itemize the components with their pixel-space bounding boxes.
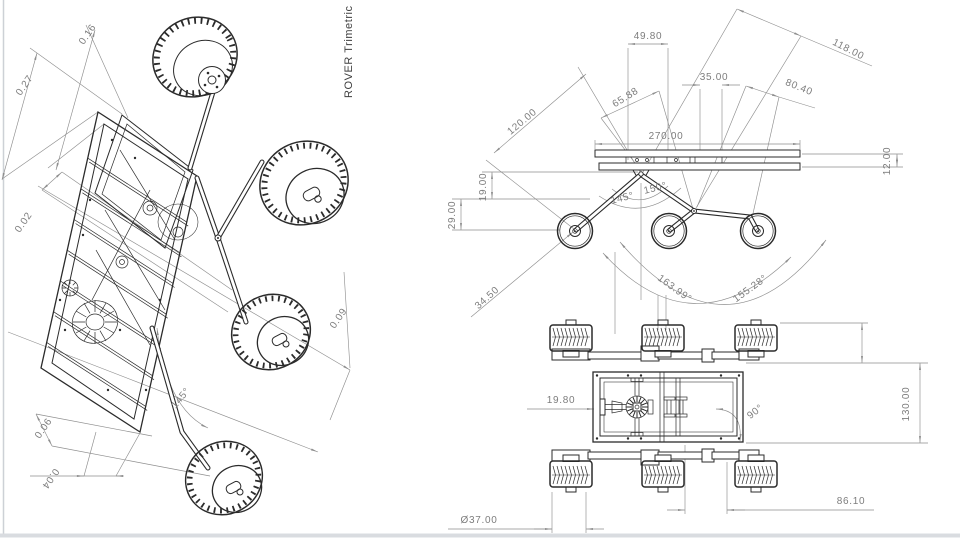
top-differential xyxy=(599,377,688,437)
dim-dia-37-00: Ø37.00 xyxy=(460,515,497,526)
dim-angle-150: 150° xyxy=(643,180,668,196)
dim-35-00: 35.00 xyxy=(700,72,729,83)
top-view: 19.80 90° 130.00 86.10 Ø37.00 xyxy=(448,319,928,533)
dim-0-02: 0.02 xyxy=(13,210,35,235)
dim-0-04: 0.04 xyxy=(39,466,61,491)
dim-0-06: 0.06 xyxy=(33,416,55,441)
sheet-bottom-edge xyxy=(0,533,960,538)
top-suspension xyxy=(551,345,760,466)
dim-80-40: 80.40 xyxy=(784,77,815,98)
dim-270-00: 270.00 xyxy=(649,131,684,142)
wheel-bottom xyxy=(184,440,264,516)
top-wheel-front-left xyxy=(549,319,593,358)
top-wheel-front-right xyxy=(549,454,593,493)
side-wheel-middle xyxy=(650,212,688,250)
dim-34-50: 34.50 xyxy=(473,285,502,312)
top-dimension-lines xyxy=(448,322,928,533)
dim-angle-163-99: 163.99° xyxy=(655,273,693,305)
top-chassis xyxy=(592,371,744,443)
top-wheel-middle-right xyxy=(641,454,685,493)
top-wheel-rear-left xyxy=(734,319,778,358)
frame-bolt-holes xyxy=(58,138,162,392)
trimetric-dimension-lines xyxy=(1,24,351,478)
trimetric-chassis-frame xyxy=(40,110,199,434)
dim-12-00: 12.00 xyxy=(882,147,893,176)
dim-0-16: 0.16 xyxy=(77,22,99,47)
trimetric-suspension xyxy=(149,89,265,471)
dim-19-00: 19.00 xyxy=(478,173,489,202)
dim-120-00: 120.00 xyxy=(506,107,540,138)
side-wheels xyxy=(556,212,777,250)
dim-angle-145: 145° xyxy=(610,190,635,206)
side-suspension xyxy=(573,171,760,233)
dim-angle-90: 90° xyxy=(745,402,765,421)
dim-118-00: 118.00 xyxy=(830,37,865,62)
trimetric-view: 0.16 0.27 0.02 0.06 0.04 0.09 145° xyxy=(1,16,351,516)
dim-49-80: 49.80 xyxy=(634,31,663,42)
side-body xyxy=(594,149,801,178)
side-wheel-rear xyxy=(739,212,777,250)
dim-0-27: 0.27 xyxy=(14,73,36,98)
trimetric-wheels xyxy=(152,16,349,516)
wheel-right xyxy=(259,140,349,226)
dim-86-10: 86.10 xyxy=(837,496,866,507)
top-wheel-rear-right xyxy=(734,454,778,493)
chassis-bolt-holes xyxy=(595,374,741,440)
side-view: 49.80 35.00 65.88 80.40 118.00 120.00 27… xyxy=(447,8,903,334)
view-title: ROVER Trimetric xyxy=(343,5,355,98)
top-wheel-middle-left xyxy=(641,319,685,358)
dim-130-00: 130.00 xyxy=(901,387,912,422)
dim-19-80: 19.80 xyxy=(547,395,576,406)
dim-29-00: 29.00 xyxy=(447,201,458,230)
side-wheel-front xyxy=(556,212,594,250)
differential-gears xyxy=(61,200,199,344)
